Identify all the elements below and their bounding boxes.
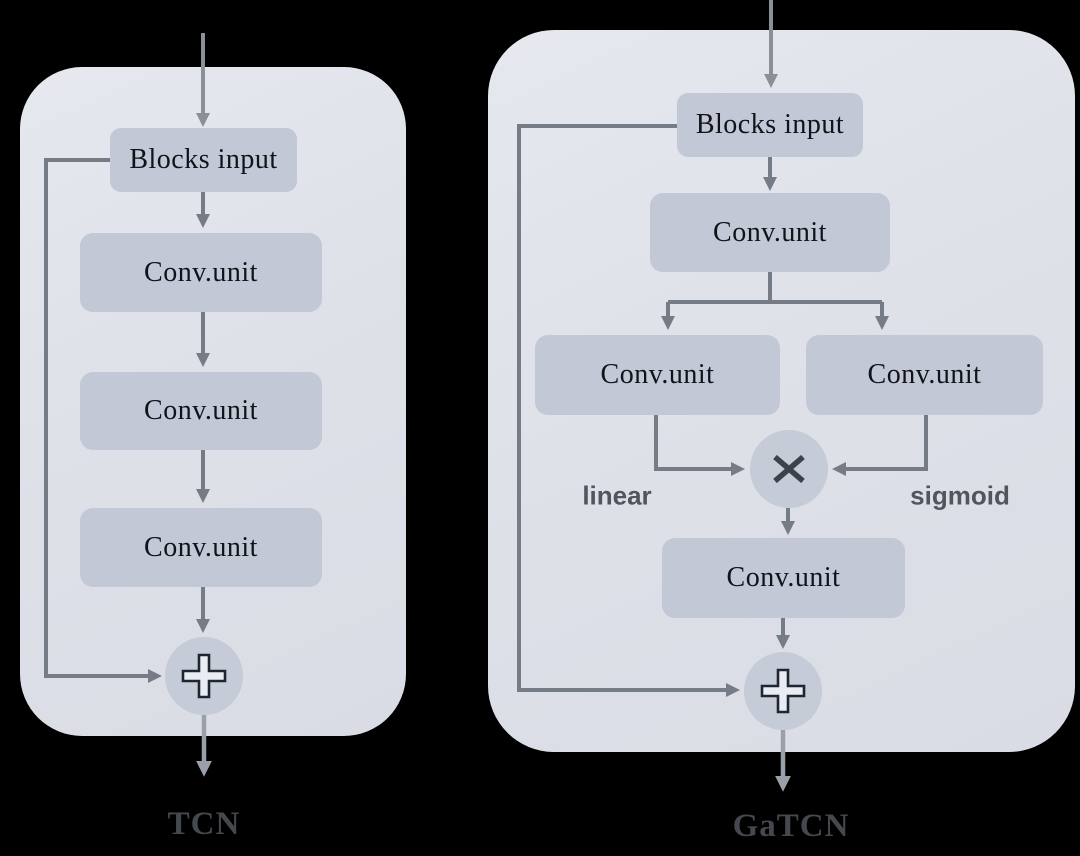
gatcn-conv-right-label: Conv.unit bbox=[867, 359, 982, 390]
tcn-skip-connection bbox=[44, 158, 162, 683]
gatcn-conv-top-node: Conv.unit bbox=[650, 193, 890, 272]
gatcn-sigmoid-branch-line bbox=[832, 415, 928, 476]
plus-icon bbox=[181, 653, 227, 699]
gatcn-blocks-input-label: Blocks input bbox=[695, 109, 845, 140]
tcn-blocks-input-label: Blocks input bbox=[129, 144, 278, 175]
gatcn-linear-label: linear bbox=[582, 480, 652, 511]
tcn-sum-circle bbox=[165, 637, 243, 715]
gatcn-conv-left-node: Conv.unit bbox=[535, 335, 780, 415]
gatcn-blocks-input-node: Blocks input bbox=[677, 93, 863, 157]
gatcn-sum-circle bbox=[744, 652, 822, 730]
gatcn-conv-bottom-label: Conv.unit bbox=[726, 562, 841, 593]
gatcn-sigmoid-label: sigmoid bbox=[910, 480, 1010, 511]
gatcn-multiply-circle bbox=[750, 430, 828, 508]
tcn-conv-unit-label-1: Conv.unit bbox=[144, 256, 258, 288]
tcn-blocks-input-node: Blocks input bbox=[110, 128, 297, 192]
gatcn-linear-branch-line bbox=[654, 415, 745, 476]
tcn-conv-unit-node-1: Conv.unit bbox=[80, 233, 322, 312]
tcn-conv-unit-node-3: Conv.unit bbox=[80, 508, 322, 587]
gatcn-conv-top-label: Conv.unit bbox=[713, 216, 827, 248]
gatcn-conv-bottom-node: Conv.unit bbox=[662, 538, 905, 618]
tcn-conv-unit-label-3: Conv.unit bbox=[144, 531, 258, 563]
plus-icon bbox=[760, 668, 806, 714]
tcn-title: TCN bbox=[167, 806, 241, 842]
gatcn-title: GaTCN bbox=[732, 808, 850, 844]
gatcn-skip-connection bbox=[517, 124, 740, 697]
gatcn-conv-right-node: Conv.unit bbox=[806, 335, 1043, 415]
tcn-conv-unit-node-2: Conv.unit bbox=[80, 372, 322, 450]
gatcn-conv-left-label: Conv.unit bbox=[600, 359, 715, 390]
multiply-icon bbox=[773, 455, 805, 483]
tcn-conv-unit-label-2: Conv.unit bbox=[144, 395, 258, 426]
